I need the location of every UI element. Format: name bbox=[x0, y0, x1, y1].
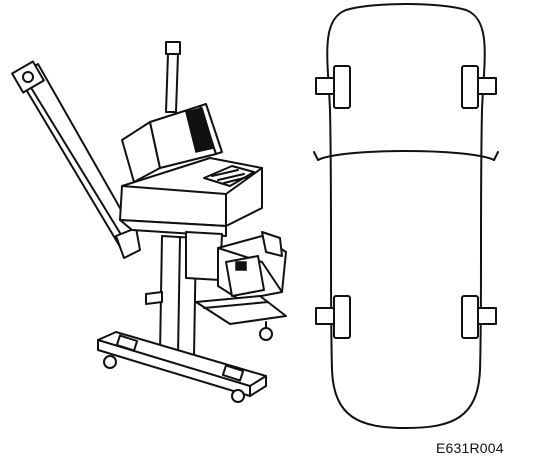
wheel-front-right bbox=[461, 65, 497, 109]
vehicle-top-view bbox=[313, 3, 499, 429]
figure-reference-code: E631R004 bbox=[436, 440, 504, 456]
monitor bbox=[121, 103, 223, 183]
column bbox=[159, 231, 223, 357]
base bbox=[97, 331, 267, 403]
side-compartment bbox=[217, 231, 287, 301]
wheel-rear-left bbox=[315, 295, 351, 339]
car-body bbox=[326, 3, 486, 429]
console bbox=[119, 157, 263, 237]
windshield-line bbox=[317, 150, 495, 161]
wheel-rear-right bbox=[461, 295, 497, 339]
alignment-machine bbox=[11, 41, 287, 403]
left-arm bbox=[11, 60, 141, 259]
upper-pole bbox=[165, 41, 181, 113]
lower-shelf bbox=[145, 291, 287, 341]
wheel-front-left bbox=[315, 65, 351, 109]
